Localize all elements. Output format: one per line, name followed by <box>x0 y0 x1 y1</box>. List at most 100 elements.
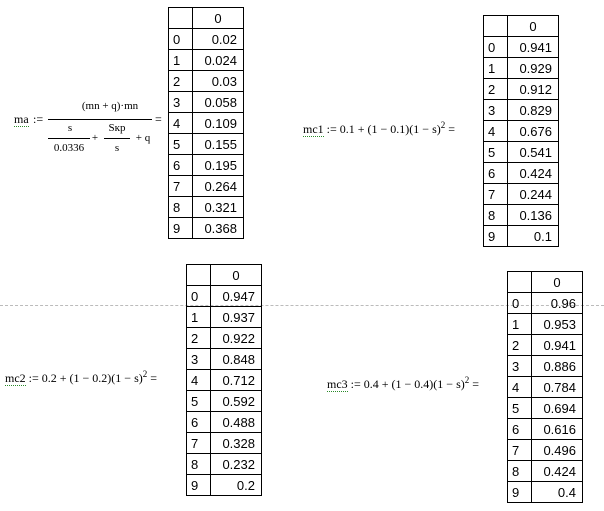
row-index: 4 <box>186 369 211 391</box>
cell-value: 0.592 <box>210 390 262 412</box>
ma-main-fraction-bar <box>48 119 152 120</box>
row-index: 2 <box>507 334 532 356</box>
mc2-exponent: 2 <box>142 369 148 379</box>
ma-skp-top: Sкр <box>108 122 126 134</box>
ma-plus-sign: + <box>91 132 99 144</box>
row-index: 3 <box>483 99 508 121</box>
mc1-formula: := 0.1 + (1 − 0.1)(1 − s) <box>326 122 441 136</box>
cell-value: 0.886 <box>531 355 583 377</box>
row-index: 7 <box>507 439 532 461</box>
mc3-equals: = <box>472 377 480 391</box>
row-index: 6 <box>483 162 508 184</box>
matrix-corner-cell <box>168 7 193 29</box>
row-index: 1 <box>186 306 211 328</box>
cell-value: 0.694 <box>531 397 583 419</box>
row-index: 7 <box>168 175 193 197</box>
cell-value: 0.424 <box>507 162 559 184</box>
cell-value: 0.929 <box>507 57 559 79</box>
row-index: 5 <box>186 390 211 412</box>
row-index: 7 <box>186 432 211 454</box>
cell-value: 0.03 <box>192 70 244 92</box>
row-index: 0 <box>507 292 532 314</box>
cell-value: 0.922 <box>210 327 262 349</box>
matrix-header-row: 0 <box>483 15 559 37</box>
cell-value: 0.541 <box>507 141 559 163</box>
cell-value: 0.058 <box>192 91 244 113</box>
matrix-corner-cell <box>483 15 508 37</box>
mc3-variable-name[interactable]: mc3 <box>327 377 348 392</box>
matrix-column-header: 0 <box>192 7 244 29</box>
row-index: 8 <box>186 453 211 475</box>
row-index: 6 <box>507 418 532 440</box>
row-index: 2 <box>168 70 193 92</box>
ma-assign-operator: := <box>33 112 44 126</box>
cell-value: 0.2 <box>210 474 262 496</box>
cell-value: 0.488 <box>210 411 262 433</box>
row-index: 8 <box>168 196 193 218</box>
ma-den-bottom: 0.0336 <box>53 142 85 154</box>
row-index: 0 <box>168 28 193 50</box>
row-index: 2 <box>483 78 508 100</box>
mc3-exponent: 2 <box>464 375 470 385</box>
cell-value: 0.1 <box>507 225 559 247</box>
row-index: 8 <box>483 204 508 226</box>
mc3-expression[interactable]: mc3 := 0.4 + (1 − 0.4)(1 − s)2 = <box>327 375 479 392</box>
cell-value: 0.244 <box>507 183 559 205</box>
mc2-variable-name[interactable]: mc2 <box>5 371 26 386</box>
cell-value: 0.829 <box>507 99 559 121</box>
cell-value: 0.155 <box>192 133 244 155</box>
mc1-variable-name[interactable]: mc1 <box>303 122 324 137</box>
ma-numerator: (mn + q)·mn <box>81 100 139 112</box>
row-index: 4 <box>483 120 508 142</box>
row-index: 5 <box>483 141 508 163</box>
ma-plus-q: + q <box>135 132 151 144</box>
ma-variable-name[interactable]: ma <box>14 112 29 127</box>
row-index: 1 <box>168 49 193 71</box>
row-index: 3 <box>168 91 193 113</box>
cell-value: 0.941 <box>531 334 583 356</box>
cell-value: 0.328 <box>210 432 262 454</box>
mc2-expression[interactable]: mc2 := 0.2 + (1 − 0.2)(1 − s)2 = <box>5 369 157 386</box>
cell-value: 0.953 <box>531 313 583 335</box>
row-index: 6 <box>168 154 193 176</box>
matrix-column-header: 0 <box>210 264 262 286</box>
mc1-exponent: 2 <box>440 120 446 130</box>
cell-value: 0.947 <box>210 285 262 307</box>
matrix-header-row: 0 <box>186 264 262 286</box>
row-index: 9 <box>507 481 532 503</box>
mc2-formula: := 0.2 + (1 − 0.2)(1 − s) <box>28 371 143 385</box>
row-index: 7 <box>483 183 508 205</box>
ma-skp-bottom: s <box>114 142 120 154</box>
cell-value: 0.912 <box>507 78 559 100</box>
row-index: 9 <box>186 474 211 496</box>
row-index: 5 <box>168 133 193 155</box>
cell-value: 0.496 <box>531 439 583 461</box>
mc1-expression[interactable]: mc1 := 0.1 + (1 − 0.1)(1 − s)2 = <box>303 120 455 137</box>
row-index: 4 <box>507 376 532 398</box>
